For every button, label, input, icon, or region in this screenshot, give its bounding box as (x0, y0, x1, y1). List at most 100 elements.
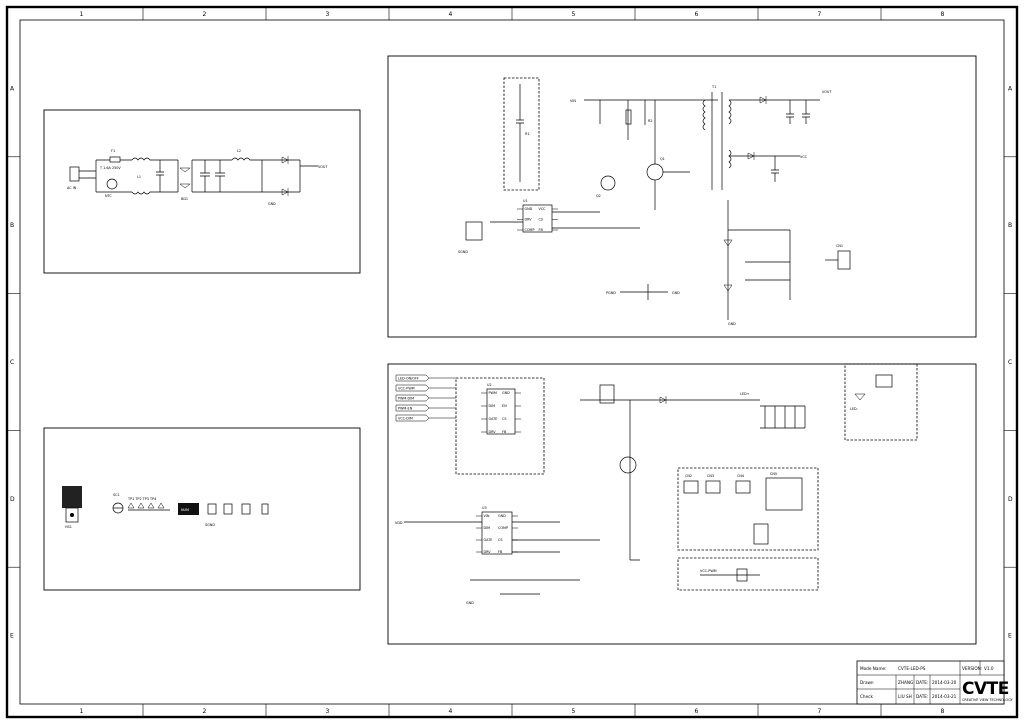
r2-label-fb: R2 (648, 119, 653, 123)
pgnd-tag: PGND (606, 291, 616, 295)
row-label-left: B (10, 222, 14, 229)
label-block-text: NUM (181, 508, 189, 512)
ic-pin-label: GATE (484, 538, 493, 542)
signal-tag-shape (395, 374, 430, 382)
date-label: DATE: (916, 680, 928, 685)
drawn-label: Drawn (860, 680, 874, 685)
ic-pin-label: FB (502, 430, 507, 434)
signal-tag-label: PWM-DIM (398, 397, 414, 401)
date2-value: 2014-03-21 (932, 694, 957, 699)
version-label: VERSION: (962, 666, 982, 671)
column-label-bottom: 6 (695, 708, 699, 715)
brand-logo: CVTE (962, 679, 1009, 699)
column-label-bottom: 1 (80, 708, 84, 715)
ic-pin-label: CS (539, 218, 544, 222)
ic-pin-label: COMP (525, 228, 535, 232)
signal-tag-label: PWM-EN (398, 407, 413, 411)
fuse-label: F1 (111, 149, 115, 153)
led-plus-tag: LED+ (740, 392, 750, 396)
column-label-top: 3 (326, 11, 330, 18)
hs-label: HS1 (65, 525, 72, 529)
l1-label: L1 (137, 175, 141, 179)
signal-tag-shape (395, 394, 430, 402)
row-label-right: E (1008, 633, 1012, 640)
check-value: LIU SH (898, 694, 912, 699)
ic-pin-label: VIN (484, 514, 490, 518)
ic-pin-label: DRV (489, 430, 497, 434)
brand-sub: CREATIVE VIEW TECHNOLOGY (962, 698, 1014, 702)
column-label-top: 8 (941, 11, 945, 18)
transformer-label: T1 (711, 85, 716, 89)
sgnd-tag-mech: SGND (205, 523, 215, 527)
column-label-bottom: 3 (326, 708, 330, 715)
cn3-label: CN3 (707, 474, 714, 478)
signal-tag-label: VCC-PWM (398, 387, 415, 391)
ac-in-label: AC IN (67, 186, 77, 190)
panel-flyback: R1 VIN R2 T1 VOUT VCC Q1 Q2 GNDDRVCOMPVC… (387, 55, 977, 338)
column-label-top: 6 (695, 11, 699, 18)
ic-pin-label: FB (539, 228, 544, 232)
gnd-tag-fb: GND (728, 322, 736, 326)
row-label-right: B (1008, 222, 1012, 229)
vdd-tag: VDD (395, 521, 403, 525)
date-value: 2014-03-20 (932, 680, 957, 685)
row-label-left: C (10, 359, 14, 366)
vout-tag-fb: VOUT (822, 90, 832, 94)
ic-pin-label: PWM (489, 391, 497, 395)
inner-frame (19, 19, 1005, 705)
ic-pin-label: DRV (484, 550, 492, 554)
ic-pin-label: GATE (489, 417, 498, 421)
cn2-label: CN2 (685, 474, 692, 478)
column-label-bottom: 7 (818, 708, 822, 715)
ic-pin-label: CS (498, 538, 503, 542)
tp-label: TP1 TP2 TP3 TP4 (127, 497, 156, 501)
u1-label: U1 (523, 199, 528, 203)
outer-frame (5, 5, 1019, 719)
row-label-left: E (10, 633, 14, 640)
signal-tag-label: VCC-DIM (398, 417, 413, 421)
signal-tag-label: LED-ON/OFF (398, 377, 419, 381)
signal-tag-shape (395, 384, 430, 392)
column-label-bottom: 8 (941, 708, 945, 715)
cn1-label: CN1 (836, 244, 843, 248)
vcc-tag-fb: VCC (800, 155, 808, 159)
ic-pin-label: DIM (484, 526, 491, 530)
ic-pin-label: DIM (489, 404, 496, 408)
row-label-right: A (1008, 85, 1013, 92)
panel-led-driver: LED-ON/OFF VCC-PWM PWM-DIM PWM-EN VCC-DIM PW… (387, 363, 977, 645)
panel-mechanical: HS1 SC1 TP1 TP2 TP3 TP4 NUM SGND (43, 427, 361, 591)
model-value: CVTE-LED-PS (898, 666, 926, 671)
test-points: TP1 TP2 TP3 TP4 (127, 497, 170, 511)
column-label-top: 2 (203, 11, 207, 18)
r1-label-fb: R1 (525, 132, 530, 136)
column-label-top: 1 (80, 11, 84, 18)
gnd-tag-led: GND (466, 601, 474, 605)
model-label: Mode Name: (860, 666, 887, 671)
fuse-rating: T 1.6A 250V (99, 166, 121, 170)
check-label: Check (860, 694, 873, 699)
panel-ac-input: AC IN F1 T 1.6A 250V NTC L1 BD1 L2 VOUT (43, 109, 361, 274)
ic-pin-label: VCC (539, 207, 547, 211)
led-minus-tag: LED- (850, 407, 859, 411)
u2-label: U2 (487, 383, 492, 387)
q2-label: Q2 (596, 194, 601, 198)
ic-pin-label: GND (525, 207, 533, 211)
cn4-label: CN4 (737, 474, 744, 478)
gnd-tag-link: GND (672, 291, 680, 295)
screw-label: SC1 (113, 493, 120, 497)
ic-pin-label: COMP (498, 526, 508, 530)
column-label-top: 5 (572, 11, 576, 18)
column-label-bottom: 2 (203, 708, 207, 715)
signal-tag-shape (395, 404, 430, 412)
row-label-right: C (1008, 359, 1012, 366)
gnd-tag-ac: GND (268, 202, 276, 206)
row-label-right: D (1008, 496, 1013, 503)
signal-tag-shape (395, 414, 430, 422)
column-label-bottom: 5 (572, 708, 576, 715)
title-block: Mode Name: CVTE-LED-PS VERSION: V1.0 Dra… (856, 660, 1014, 705)
row-label-left: A (10, 85, 15, 92)
